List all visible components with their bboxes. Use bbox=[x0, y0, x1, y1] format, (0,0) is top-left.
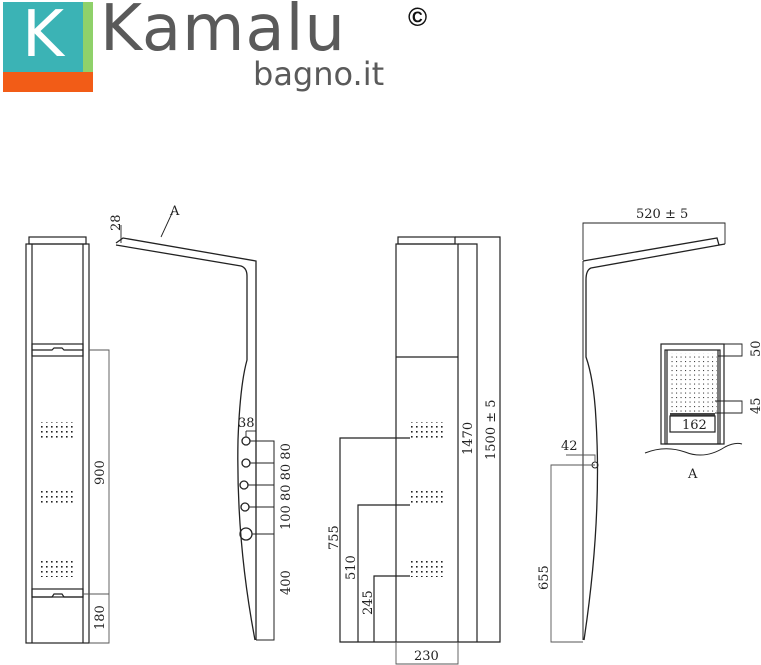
dim-755: 755 bbox=[327, 525, 342, 550]
dim-38: 38 bbox=[238, 416, 255, 431]
brand-subtitle: bagno.it bbox=[253, 55, 385, 93]
logo-orange-bar bbox=[3, 72, 93, 92]
dim-45: 45 bbox=[749, 397, 761, 414]
dim-400: 400 bbox=[279, 570, 294, 595]
back-view bbox=[339, 236, 501, 665]
logo-letter: K bbox=[22, 0, 64, 72]
dim-162: 162 bbox=[682, 418, 707, 433]
dim-510: 510 bbox=[344, 555, 359, 580]
dim-1500: 1500 ± 5 bbox=[484, 399, 499, 460]
dim-50: 50 bbox=[749, 340, 761, 357]
dim-655: 655 bbox=[537, 565, 552, 590]
dim-28: 28 bbox=[109, 214, 124, 231]
copyright-icon: © bbox=[408, 2, 428, 32]
dim-1470: 1470 bbox=[461, 422, 476, 455]
dim-42: 42 bbox=[561, 439, 578, 454]
dim-180: 180 bbox=[93, 605, 108, 630]
dim-900: 900 bbox=[93, 460, 108, 485]
logo-green-stripe bbox=[83, 2, 93, 72]
logo-teal-block bbox=[3, 2, 86, 72]
front-view bbox=[25, 236, 110, 644]
dim-520: 520 ± 5 bbox=[636, 207, 688, 222]
dim-230: 230 bbox=[414, 649, 439, 664]
dim-spacing-100-80-80-80: 100 80 80 80 bbox=[279, 443, 294, 530]
brand-name: Kamalu bbox=[100, 0, 346, 66]
side-view bbox=[115, 210, 275, 641]
detail-a-label: A bbox=[687, 467, 698, 482]
dim-245: 245 bbox=[361, 590, 376, 615]
kamalu-logo: K Kamalu bagno.it © bbox=[0, 0, 450, 100]
detail-a-view bbox=[644, 343, 743, 456]
right-side-view bbox=[550, 222, 726, 643]
detail-a-callout: A bbox=[169, 204, 180, 219]
